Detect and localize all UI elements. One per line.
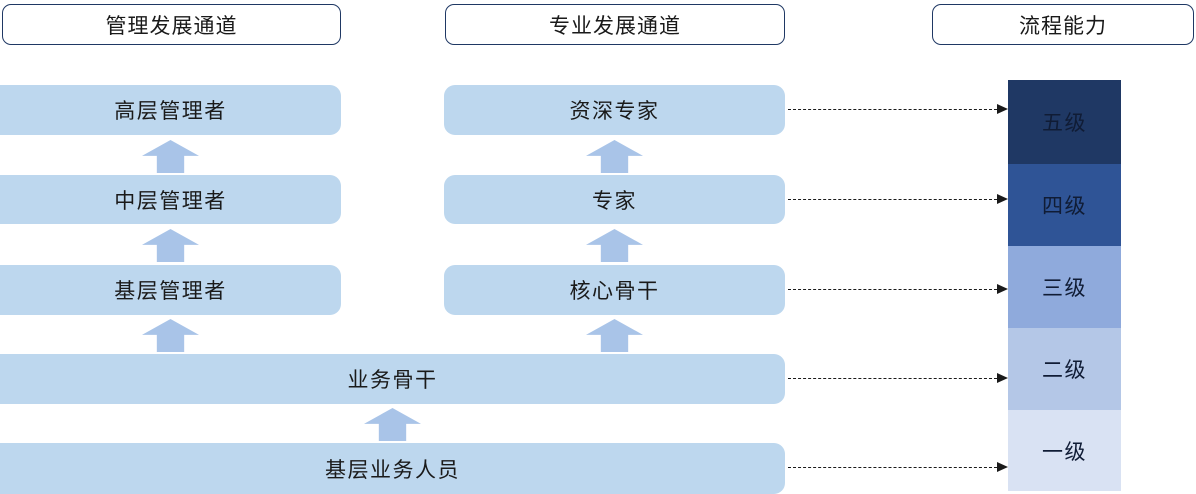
dashed-connector <box>788 194 1008 204</box>
arrow-right-icon <box>997 104 1008 114</box>
dashed-connector <box>788 373 1008 383</box>
box-frontline-staff: 基层业务人员 <box>0 443 785 494</box>
dashed-connector <box>788 462 1008 472</box>
box-middle-manager: 中层管理者 <box>0 175 341 224</box>
dashed-connector <box>788 284 1008 294</box>
dashed-connector <box>788 104 1008 114</box>
box-expert: 专家 <box>444 175 785 224</box>
arrow-right-icon <box>997 284 1008 294</box>
box-senior-manager: 高层管理者 <box>0 85 341 135</box>
up-arrow-icon <box>586 140 643 173</box>
up-arrow-icon <box>586 229 643 262</box>
arrow-right-icon <box>997 462 1008 472</box>
arrow-right-icon <box>997 194 1008 204</box>
up-arrow-icon <box>364 408 421 441</box>
up-arrow-icon <box>142 319 199 352</box>
up-arrow-icon <box>586 319 643 352</box>
box-frontline-manager: 基层管理者 <box>0 265 341 315</box>
process-level-5: 五级 <box>1008 80 1121 164</box>
process-level-3: 三级 <box>1008 246 1121 328</box>
process-level-2: 二级 <box>1008 328 1121 410</box>
up-arrow-icon <box>142 229 199 262</box>
process-level-1: 一级 <box>1008 410 1121 491</box>
box-senior-expert: 资深专家 <box>444 85 785 135</box>
header-process-capability: 流程能力 <box>932 4 1194 45</box>
box-business-backbone: 业务骨干 <box>0 354 785 404</box>
header-management-channel: 管理发展通道 <box>2 4 341 45</box>
header-professional-channel: 专业发展通道 <box>445 4 785 45</box>
box-core-backbone: 核心骨干 <box>444 265 785 315</box>
up-arrow-icon <box>142 140 199 173</box>
process-level-4: 四级 <box>1008 164 1121 246</box>
arrow-right-icon <box>997 373 1008 383</box>
